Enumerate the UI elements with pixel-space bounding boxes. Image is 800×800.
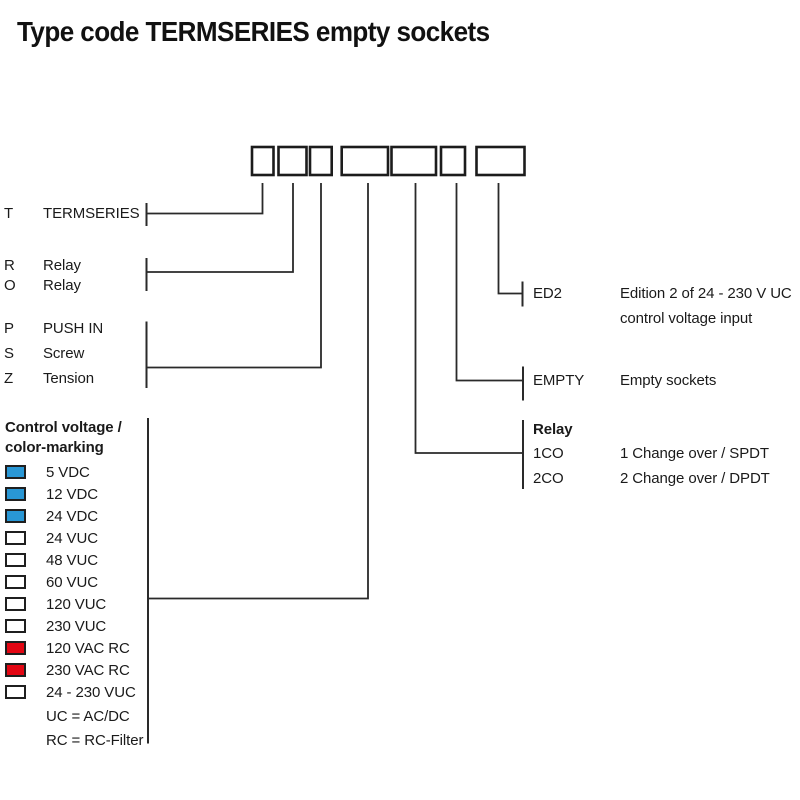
code-label: Relay (43, 257, 81, 274)
voltage-label: 24 - 230 VUC (46, 683, 136, 701)
right-desc-empty: Empty sockets (620, 372, 717, 389)
voltage-label: 230 VAC RC (46, 661, 130, 679)
code-label: Relay (43, 277, 81, 294)
page-title: Type code TERMSERIES empty sockets (17, 16, 490, 47)
connector-clamp (146, 183, 322, 369)
voltage-label: 24 VUC (46, 529, 98, 547)
code-row-R: R Relay (4, 256, 81, 275)
voltage-item: 120 VUC (5, 595, 106, 613)
type-code-box-6 (439, 145, 467, 177)
code-letter: T (4, 205, 14, 222)
voltage-label: 60 VUC (46, 573, 98, 591)
color-swatch-white (5, 619, 26, 633)
voltage-item: 5 VDC (5, 463, 90, 481)
code-letter: O (4, 277, 16, 294)
voltage-item: 24 VDC (5, 507, 98, 525)
color-swatch-white (5, 531, 26, 545)
color-swatch-white (5, 575, 26, 589)
color-swatch-blue (5, 509, 26, 523)
connector-lines (145, 183, 524, 744)
voltage-label: 24 VDC (46, 507, 98, 525)
connector-relay-count (414, 183, 523, 454)
code-label: TERMSERIES (43, 205, 140, 222)
color-swatch-white (5, 553, 26, 567)
color-swatch-white (5, 597, 26, 611)
right-code-ed2: ED2 (533, 285, 562, 302)
legend-note-uc: UC = AC/DC (46, 708, 130, 725)
connector-empty (455, 183, 523, 382)
voltage-item: 230 VUC (5, 617, 106, 635)
right-desc-ed2-line2: control voltage input (620, 310, 753, 327)
right-desc-2co: 2 Change over / DPDT (620, 470, 770, 487)
code-label: PUSH IN (43, 320, 104, 337)
connector-relay-letter (146, 183, 294, 273)
control-voltage-heading-line2: color-marking (5, 439, 104, 456)
voltage-label: 120 VUC (46, 595, 107, 613)
code-row-P: P PUSH IN (4, 319, 103, 338)
code-label: Tension (43, 370, 95, 387)
voltage-label: 5 VDC (46, 463, 90, 481)
voltage-item: 24 - 230 VUC (5, 683, 136, 701)
voltage-item: 12 VDC (5, 485, 98, 503)
type-code-box-4 (340, 145, 390, 177)
right-code-2co: 2CO (533, 470, 564, 487)
code-row-O: O Relay (4, 276, 81, 295)
color-swatch-blue (5, 487, 26, 501)
type-code-boxes (250, 145, 526, 177)
color-swatch-white (5, 685, 26, 699)
right-code-empty: EMPTY (533, 372, 585, 389)
type-code-box-7 (475, 145, 526, 177)
type-code-box-3 (308, 145, 334, 177)
type-code-box-1 (250, 145, 275, 177)
right-desc-1co: 1 Change over / SPDT (620, 445, 769, 462)
connector-voltage (148, 183, 369, 600)
right-heading-relay: Relay (533, 421, 573, 438)
voltage-item: 48 VUC (5, 551, 98, 569)
code-row-Z: Z Tension (4, 369, 94, 388)
voltage-item: 120 VAC RC (5, 639, 130, 657)
color-swatch-red (5, 641, 26, 655)
voltage-label: 120 VAC RC (46, 639, 130, 657)
code-letter: R (4, 257, 15, 274)
connector-ed2 (497, 183, 523, 295)
legend-note-rc: RC = RC-Filter (46, 732, 144, 749)
voltage-item: 230 VAC RC (5, 661, 130, 679)
code-letter: P (4, 320, 14, 337)
connector-series (146, 183, 264, 215)
color-swatch-red (5, 663, 26, 677)
control-voltage-heading: Control voltage / color-marking (5, 418, 122, 458)
code-label: Screw (43, 345, 85, 362)
type-code-box-2 (277, 145, 308, 177)
control-voltage-heading-line1: Control voltage / (5, 419, 122, 436)
voltage-label: 48 VUC (46, 551, 98, 569)
voltage-label: 12 VDC (46, 485, 98, 503)
type-code-box-5 (390, 145, 438, 177)
color-swatch-blue (5, 465, 26, 479)
right-desc-ed2-line1: Edition 2 of 24 - 230 V UC (620, 285, 792, 302)
voltage-label: 230 VUC (46, 617, 107, 635)
code-letter: S (4, 345, 14, 362)
right-code-1co: 1CO (533, 445, 564, 462)
code-letter: Z (4, 370, 14, 387)
code-row-S: S Screw (4, 344, 84, 363)
voltage-item: 60 VUC (5, 573, 98, 591)
code-row-T: T TERMSERIES (4, 204, 140, 223)
voltage-item: 24 VUC (5, 529, 98, 547)
